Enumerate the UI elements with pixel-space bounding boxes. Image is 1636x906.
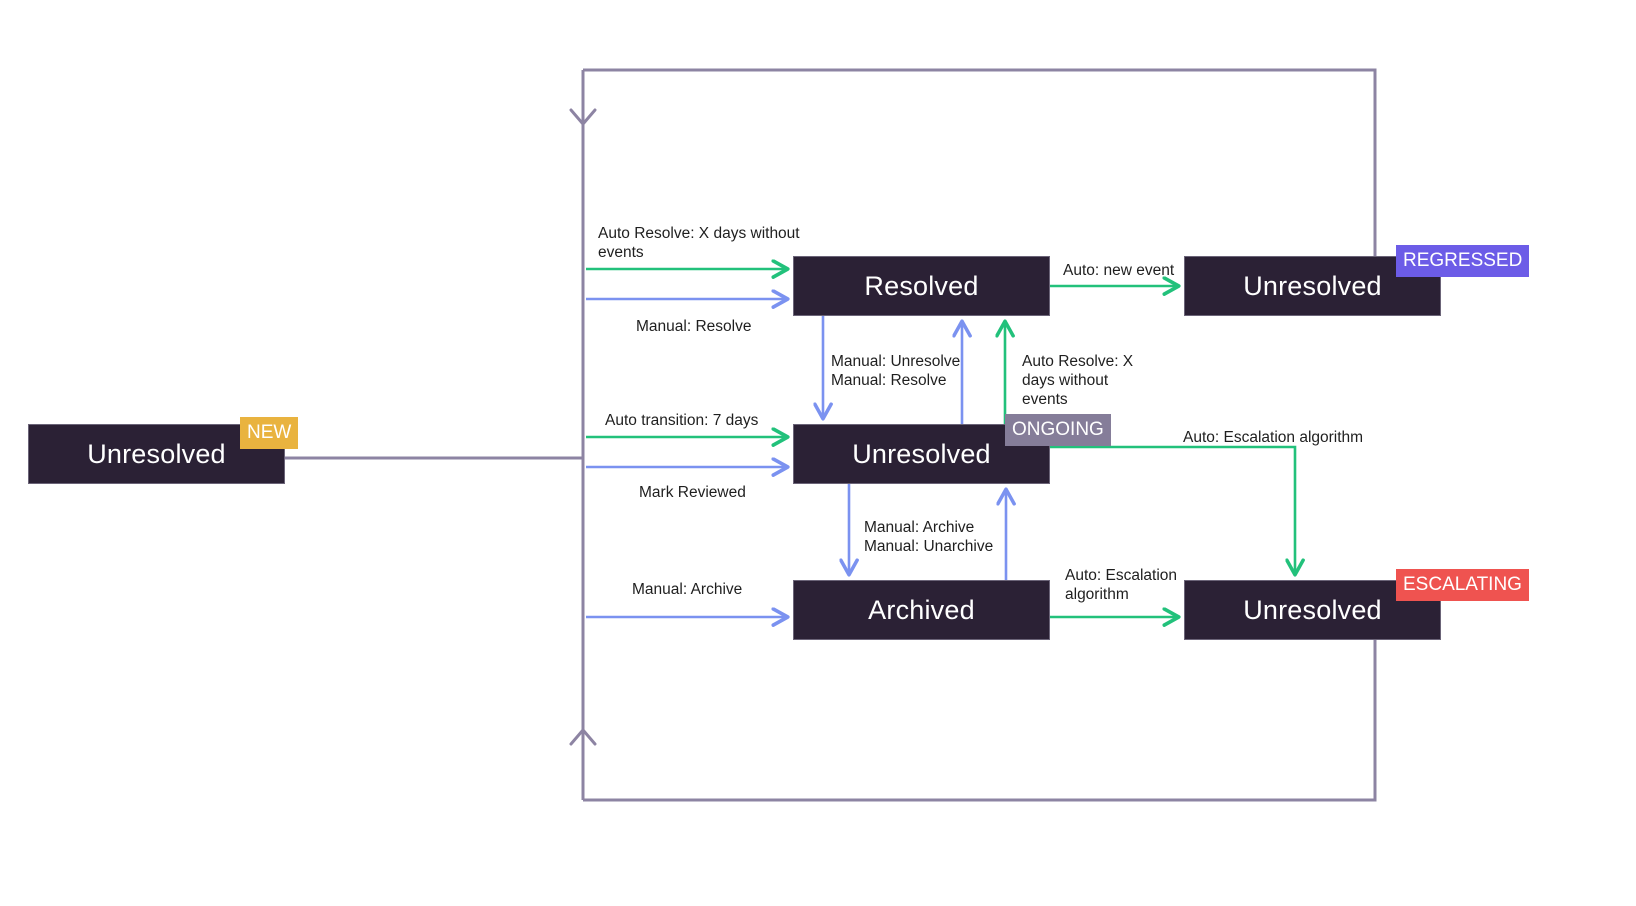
edge-label-auto-resolve-right: Auto Resolve: X days without events — [1022, 353, 1134, 408]
node-label: Resolved — [864, 270, 979, 301]
node-label: Unresolved — [852, 438, 991, 469]
node-label: Unresolved — [87, 438, 226, 469]
status-badge-new: NEW — [240, 417, 299, 449]
edge-label-manual-archive-unarchive: Manual: Archive Manual: Unarchive — [864, 519, 994, 555]
edge-top-rail — [583, 68, 1377, 256]
arrowhead-trunk-up — [569, 728, 597, 746]
edge-label-auto-escalation-top: Auto: Escalation algorithm — [1183, 429, 1364, 446]
edge-label-auto-escalation-bottom: Auto: Escalation algorithm — [1065, 567, 1178, 603]
edge-bottom-rail — [583, 640, 1377, 802]
edge-label-auto-resolve-top: Auto Resolve: X days without events — [598, 225, 800, 261]
edge-auto-escalation-top — [1050, 445, 1295, 574]
edge-label-mark-reviewed: Mark Reviewed — [639, 484, 746, 501]
edge-label-auto-transition: Auto transition: 7 days — [605, 412, 759, 429]
edge-label-manual-archive: Manual: Archive — [632, 581, 743, 598]
node-resolved[interactable]: Resolved — [793, 256, 1050, 316]
edge-label-auto-new-event: Auto: new event — [1063, 262, 1175, 279]
status-badge-ongoing: ONGOING — [1005, 414, 1111, 446]
node-unresolved-ongoing[interactable]: Unresolved — [793, 424, 1050, 484]
status-badge-regressed: REGRESSED — [1396, 245, 1530, 277]
node-label: Unresolved — [1243, 270, 1382, 301]
badge-text: REGRESSED — [1403, 250, 1523, 271]
node-label: Archived — [868, 594, 975, 625]
node-archived[interactable]: Archived — [793, 580, 1050, 640]
badge-text: ONGOING — [1012, 419, 1104, 440]
badge-text: NEW — [247, 422, 292, 443]
node-label: Unresolved — [1243, 594, 1382, 625]
edge-label-manual-unresolve-resolve: Manual: Unresolve Manual: Resolve — [831, 353, 961, 389]
arrowhead-trunk-down — [569, 108, 597, 126]
edge-label-manual-resolve: Manual: Resolve — [636, 318, 752, 335]
badge-text: ESCALATING — [1403, 574, 1522, 595]
status-badge-escalating: ESCALATING — [1396, 569, 1529, 601]
